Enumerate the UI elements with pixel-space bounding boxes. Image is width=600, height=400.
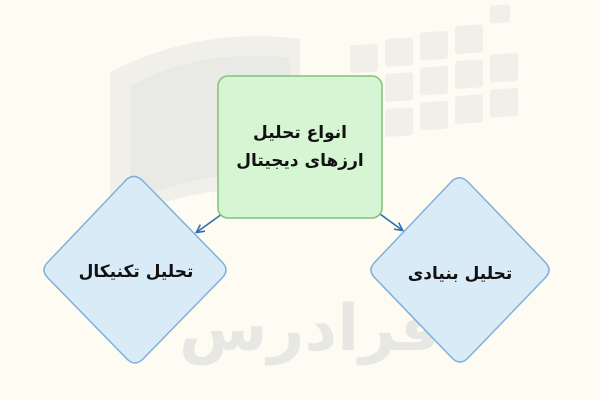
node-right-label: تحلیل بنیادی (408, 264, 513, 284)
watermark-text: فرادرس (179, 292, 441, 366)
node-left-label: تحلیل تکنیکال (79, 262, 194, 282)
node-root-line1: انواع تحلیل (253, 123, 347, 143)
arrow-root-to-left (197, 213, 223, 232)
node-technical-analysis[interactable]: تحلیل تکنیکال (43, 175, 227, 364)
node-left-diamond (43, 175, 227, 364)
node-root-box (217, 75, 383, 219)
node-root[interactable]: انواع تحلیل ارزهای دیجیتال (217, 75, 383, 219)
arrow-root-to-right (379, 213, 402, 230)
node-right-diamond (370, 177, 550, 363)
node-fundamental-analysis[interactable]: تحلیل بنیادی (370, 177, 550, 363)
node-root-line2: ارزهای دیجیتال (236, 151, 363, 171)
